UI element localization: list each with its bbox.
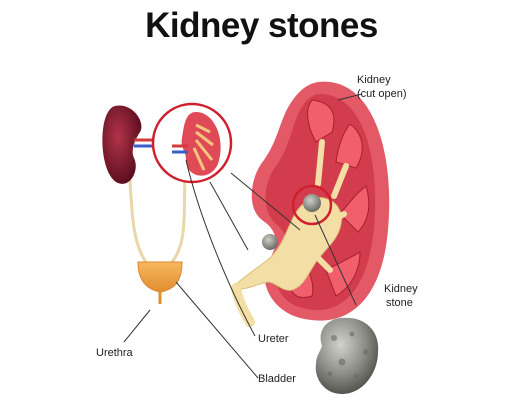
ureter-leader: [185, 159, 256, 337]
renal-pelvis: [231, 197, 342, 291]
label-ureter: Ureter: [258, 333, 289, 345]
right-kidney-calyces: [192, 123, 214, 171]
label-bladder: Bladder: [258, 373, 296, 385]
stone-in-pelvis: [262, 234, 278, 250]
kidney-leader: [337, 93, 363, 101]
bladder-leader: [175, 281, 259, 379]
stone-in-calyx: [303, 194, 321, 212]
label-urethra: Urethra: [96, 347, 134, 359]
label-stone-line1: Kidney: [384, 283, 418, 295]
left-kidney: [102, 105, 142, 184]
label-cut-open: (cut open): [357, 88, 407, 100]
label-kidney: Kidney: [357, 74, 391, 86]
leader-lines: [123, 93, 363, 379]
stone-leader: [314, 214, 357, 306]
zoom-line-upper: [230, 172, 301, 231]
bladder-shape: [137, 261, 183, 293]
zoom-line-lower: [209, 181, 249, 251]
stone-highlight-ring: [291, 184, 333, 226]
label-stone-line2: stone: [386, 297, 413, 309]
stone-texture: [327, 331, 369, 379]
kidney-stone-closeup: [315, 317, 379, 394]
kidney-cross-section: [231, 81, 390, 327]
page-title: Kidney stones: [145, 6, 378, 45]
stone-shape: [315, 317, 379, 394]
urethra-leader: [123, 309, 151, 343]
cross-section-ureter: [231, 283, 255, 327]
urinary-system: [102, 102, 233, 304]
calyces: [297, 139, 349, 275]
